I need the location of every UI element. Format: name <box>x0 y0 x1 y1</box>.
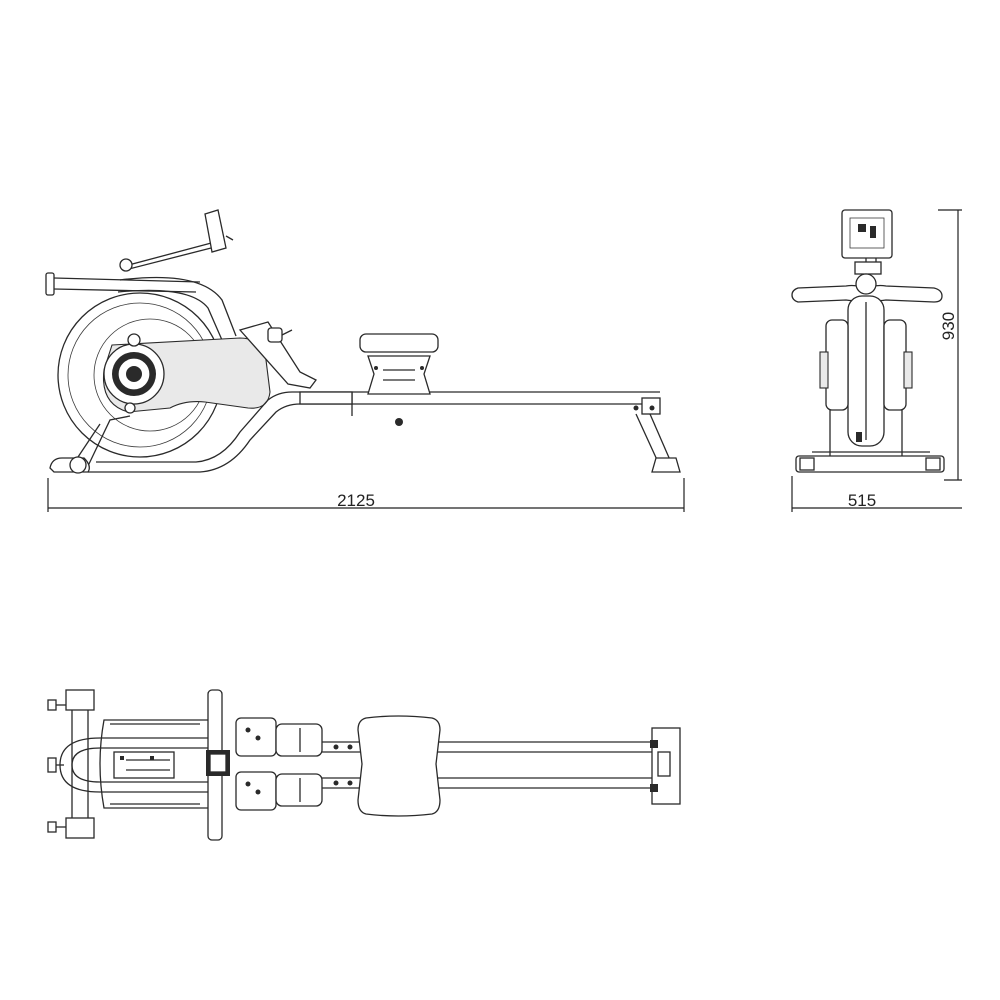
width-dimension: 515 <box>791 476 962 512</box>
front-handle <box>791 273 943 303</box>
front-view <box>791 209 945 473</box>
monitor-arm <box>119 209 234 272</box>
fan-housing <box>102 333 271 414</box>
side-view <box>45 209 681 474</box>
seat <box>359 333 439 395</box>
width-dimension-label: 515 <box>848 491 876 510</box>
height-dimension-label: 930 <box>939 312 958 340</box>
footrest <box>238 321 317 389</box>
length-dimension-label: 2125 <box>337 491 375 510</box>
foot-plates <box>235 717 323 811</box>
top-view <box>47 689 681 841</box>
seat-top <box>357 715 441 817</box>
monitor <box>841 209 893 275</box>
length-dimension: 2125 <box>47 478 685 512</box>
height-dimension: 930 <box>938 209 962 481</box>
